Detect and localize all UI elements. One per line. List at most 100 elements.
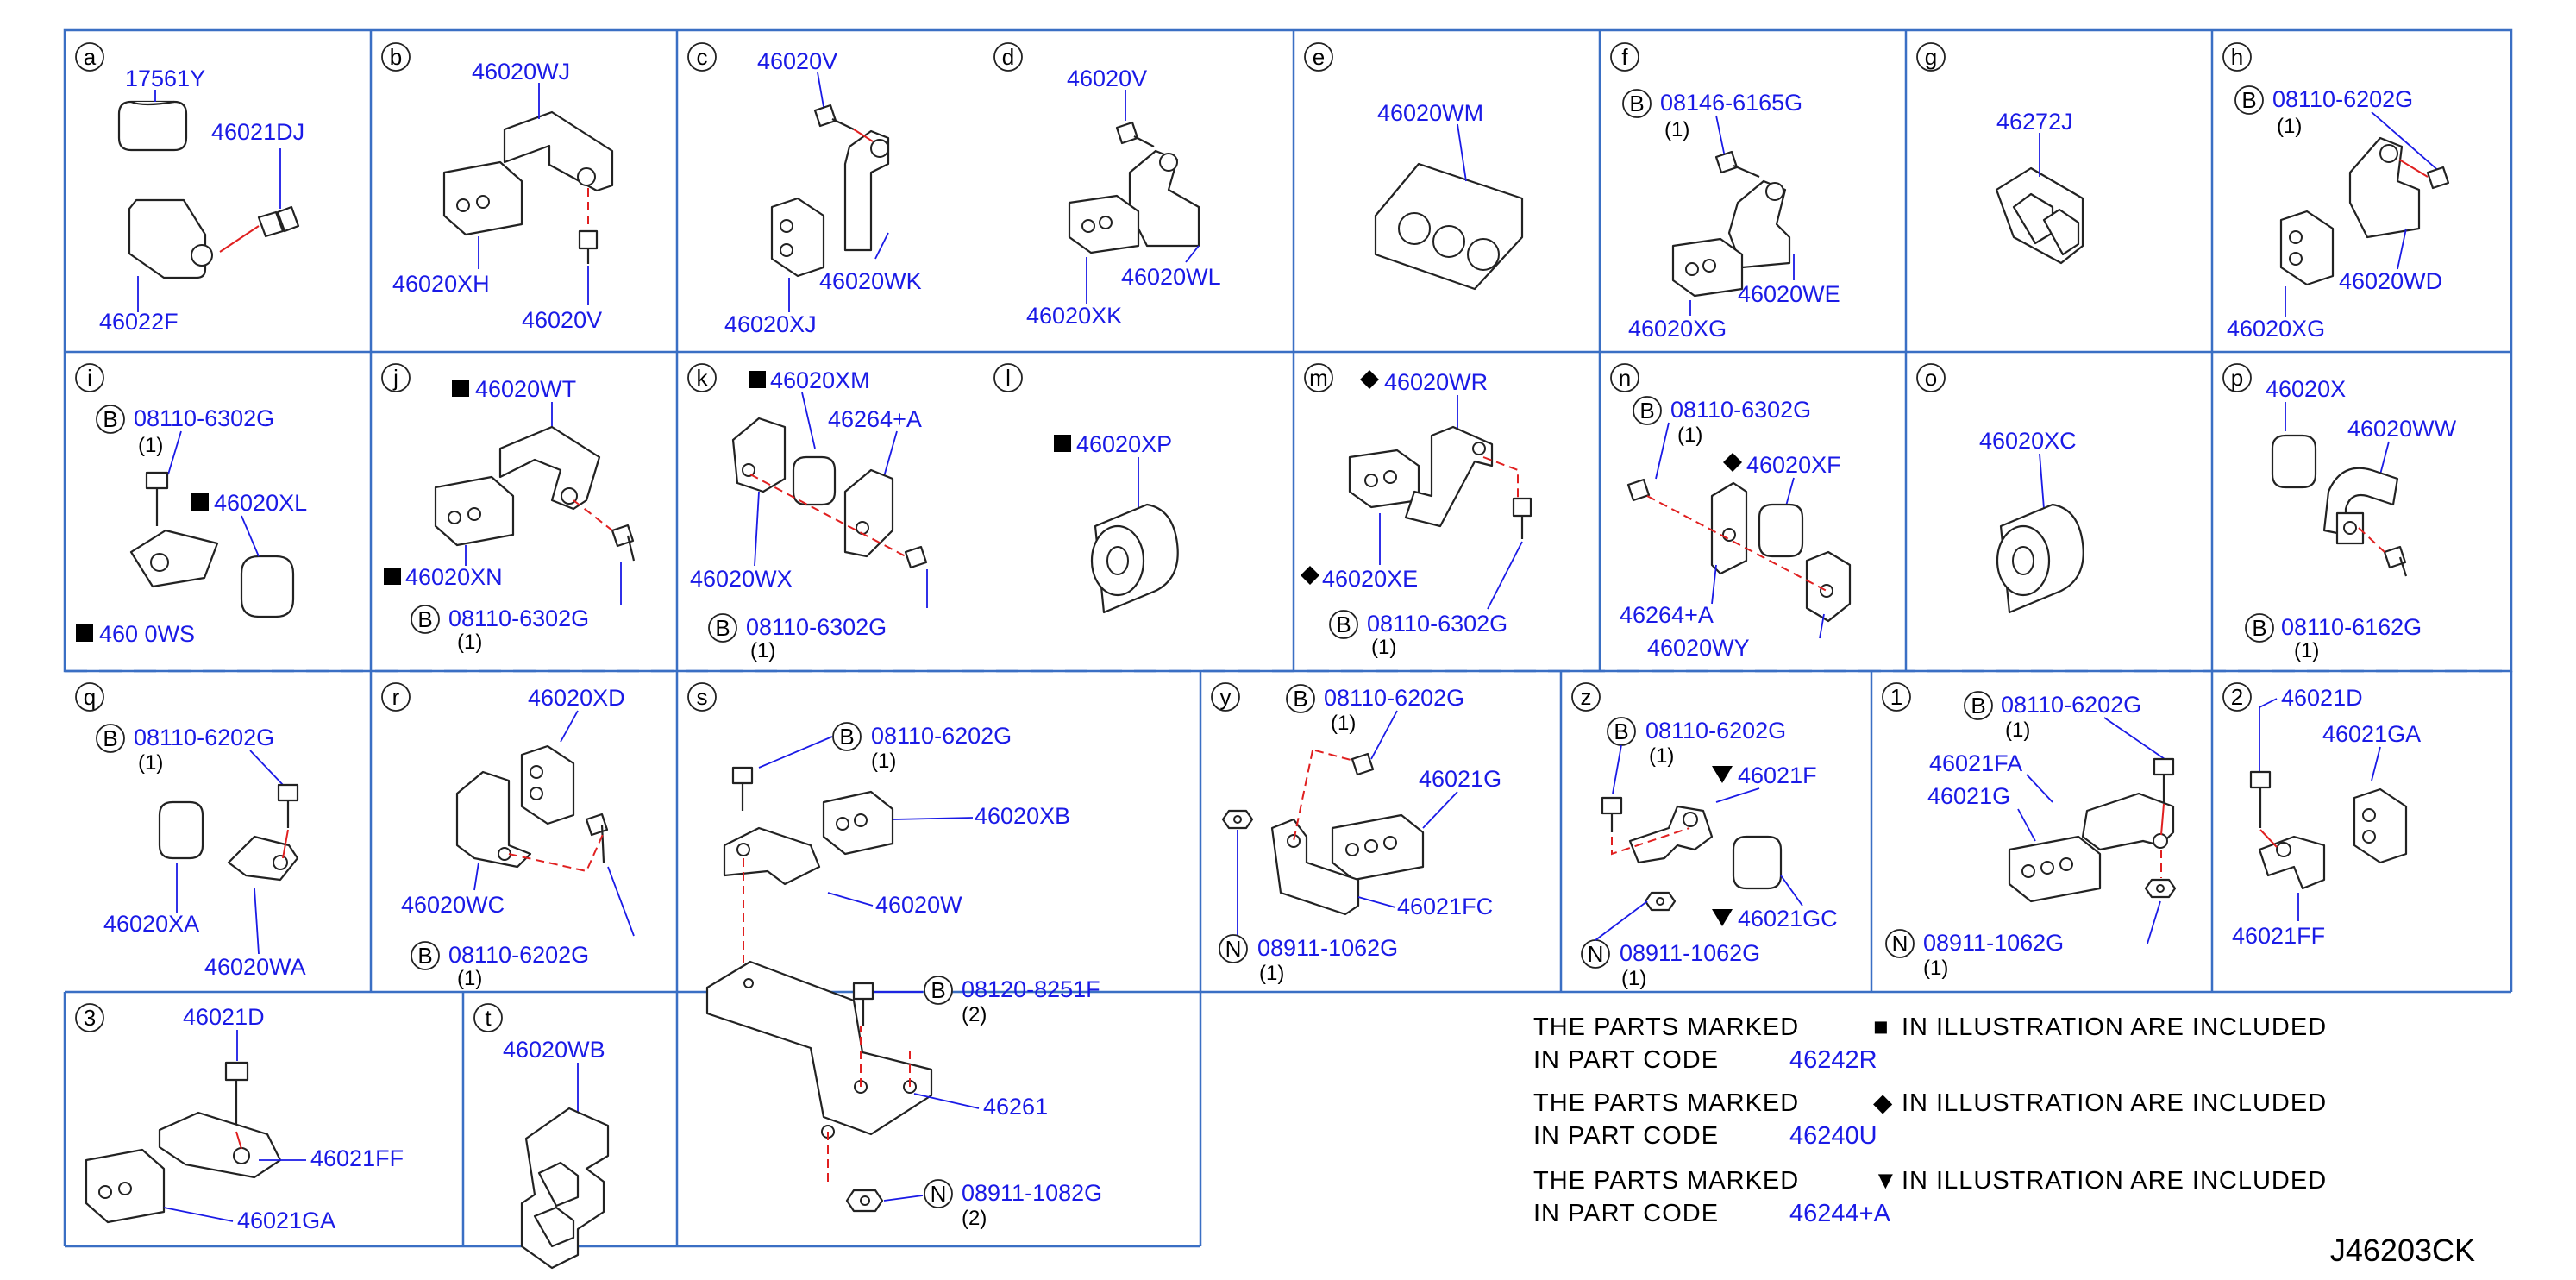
bracket-46020WE (1727, 179, 1791, 269)
svg-text:46020WX: 46020WX (690, 566, 793, 592)
collar-46020XA (158, 800, 204, 860)
cell-k: 46020XM 46264+A 46020WX B 08110-6302G (1… (690, 367, 928, 662)
svg-text:46020WL: 46020WL (1121, 264, 1221, 290)
cell-d: 46020V 46020WL 46020XK (1026, 66, 1221, 329)
cell-a: 17561Y 46021DJ 46022F (99, 66, 304, 335)
svg-text:46020XL: 46020XL (214, 490, 307, 516)
cell-letter-2: 2 (2222, 682, 2252, 712)
svg-text:08110-6202G: 08110-6202G (134, 725, 274, 750)
bracket-46020WX (731, 417, 787, 493)
svg-text:r: r (392, 684, 400, 710)
svg-text:46021G: 46021G (1927, 783, 2010, 809)
bolt-08110-6302G-n (1626, 478, 1651, 502)
svg-text:46240U: 46240U (1789, 1122, 1877, 1150)
svg-text:(1): (1) (457, 631, 482, 654)
svg-text:B: B (2252, 615, 2266, 641)
cell-letter-d: d (993, 42, 1023, 72)
svg-text:08110-6202G: 08110-6202G (2272, 86, 2413, 112)
svg-text:B: B (1614, 718, 1628, 744)
svg-text:d: d (1002, 44, 1014, 70)
svg-text:46021GA: 46021GA (237, 1208, 335, 1233)
svg-text:(2): (2) (962, 1207, 987, 1230)
svg-text:N: N (1225, 936, 1242, 962)
bracket-46020W (723, 826, 821, 886)
bracket-46261 (705, 960, 933, 1139)
bolt-08110-6202G-q (277, 783, 299, 828)
cell-letter-g: g (1916, 42, 1946, 72)
svg-text:i: i (87, 365, 92, 391)
svg-text:o: o (1925, 365, 1937, 391)
nut-08911-1082G (845, 1189, 884, 1213)
svg-text:h: h (2231, 44, 2243, 70)
grommet-46021GA-3 (85, 1148, 166, 1224)
cell-letter-c: c (687, 42, 717, 72)
bolt-08110-6202G-z (1601, 796, 1623, 832)
svg-text:46021D: 46021D (2281, 685, 2363, 711)
svg-text:(1): (1) (2005, 718, 2030, 742)
bolt-08120-8251F (852, 982, 874, 1026)
mark-square (749, 371, 766, 388)
svg-text:46020WM: 46020WM (1377, 100, 1483, 126)
svg-text:08110-6202G: 08110-6202G (1645, 718, 1786, 744)
cell-t: 46020WB (503, 1037, 610, 1270)
svg-text:08110-6302G: 08110-6302G (1367, 611, 1507, 637)
cell-s: B 08110-6202G (1) 46020XB 46020W B 08120… (705, 722, 1102, 1230)
svg-text:a: a (84, 44, 97, 70)
collar-46020XP (1090, 503, 1179, 614)
svg-text:IN PART CODE: IN PART CODE (1533, 1200, 1719, 1227)
cell-j: 46020WT 46020XN B 08110-6302G (1) (384, 376, 636, 654)
bolt-46020V-d (1115, 121, 1155, 147)
svg-text:46021D: 46021D (183, 1004, 265, 1030)
cell-letter-a: a (75, 42, 104, 72)
svg-text:3: 3 (84, 1005, 96, 1031)
svg-text:B: B (417, 943, 432, 969)
svg-text:08110-6202G: 08110-6202G (871, 723, 1012, 749)
grommet-46020XG-h (2279, 210, 2335, 286)
svg-text:46020WJ: 46020WJ (472, 59, 570, 85)
svg-text:08911-1062G: 08911-1062G (1923, 930, 2064, 956)
svg-text:(1): (1) (138, 751, 163, 775)
svg-text:IN ILLUSTRATION ARE INCL: IN ILLUSTRATION ARE INCLUDED (1902, 1089, 2327, 1117)
bolt-46021D-2 (2249, 770, 2272, 828)
clip-46020WW (2322, 467, 2399, 545)
svg-text:s: s (697, 684, 708, 710)
bracket-46022F (128, 198, 213, 279)
svg-text:IN ILLUSTRATION ARE INCL: IN ILLUSTRATION ARE INCLUDED (1902, 1013, 2327, 1041)
svg-text:◆: ◆ (1873, 1089, 1893, 1117)
svg-text:08110-6162G: 08110-6162G (2281, 614, 2422, 640)
bolt-08110-6202G-h (2426, 166, 2450, 190)
svg-text:(1): (1) (1259, 962, 1284, 985)
svg-text:n: n (1619, 365, 1631, 391)
svg-text:k: k (697, 365, 709, 391)
svg-text:46261: 46261 (983, 1094, 1048, 1120)
svg-text:46021FF: 46021FF (2232, 923, 2325, 949)
mark-square (191, 493, 209, 511)
svg-text:B: B (1971, 693, 1985, 718)
note-triangle: THE PARTS MARKED ▼ IN ILLUSTRATION ARE I… (1533, 1167, 2326, 1227)
svg-text:B: B (1336, 612, 1351, 637)
svg-text:08110-6202G: 08110-6202G (2001, 692, 2141, 718)
svg-text:46021FA: 46021FA (1929, 750, 2022, 776)
svg-text:46020XJ: 46020XJ (724, 311, 817, 337)
cell-f: B 08146-6165G (1) 46020WE 46020XG (1622, 89, 1840, 342)
cell-letter-1: 1 (1882, 682, 1911, 712)
mark-diamond (1723, 453, 1742, 472)
svg-text:46020V: 46020V (1067, 66, 1147, 91)
mark-diamond (1301, 566, 1319, 585)
bolt-08146-6165G (1714, 150, 1760, 179)
bolt-08110-6302G-i (145, 471, 169, 526)
note-diamond: THE PARTS MARKED ◆ IN ILLUSTRATION ARE I… (1533, 1089, 2327, 1150)
svg-text:B: B (839, 724, 854, 750)
svg-text:■: ■ (1873, 1013, 1890, 1041)
svg-text:46020V: 46020V (522, 307, 602, 333)
cell-letters: a b c d e f g h i j k l m n o p q r s y … (75, 42, 2252, 1032)
mark-square (384, 568, 401, 585)
svg-text:46020XH: 46020XH (392, 271, 490, 297)
svg-text:(1): (1) (2277, 115, 2302, 138)
bracket-46264+A-n (1710, 481, 1748, 575)
svg-text:08110-6202G: 08110-6202G (448, 942, 589, 968)
svg-text:(1): (1) (138, 434, 163, 457)
svg-text:B: B (2241, 87, 2256, 113)
svg-text:2: 2 (2231, 684, 2243, 710)
svg-text:46021GC: 46021GC (1738, 906, 1838, 932)
